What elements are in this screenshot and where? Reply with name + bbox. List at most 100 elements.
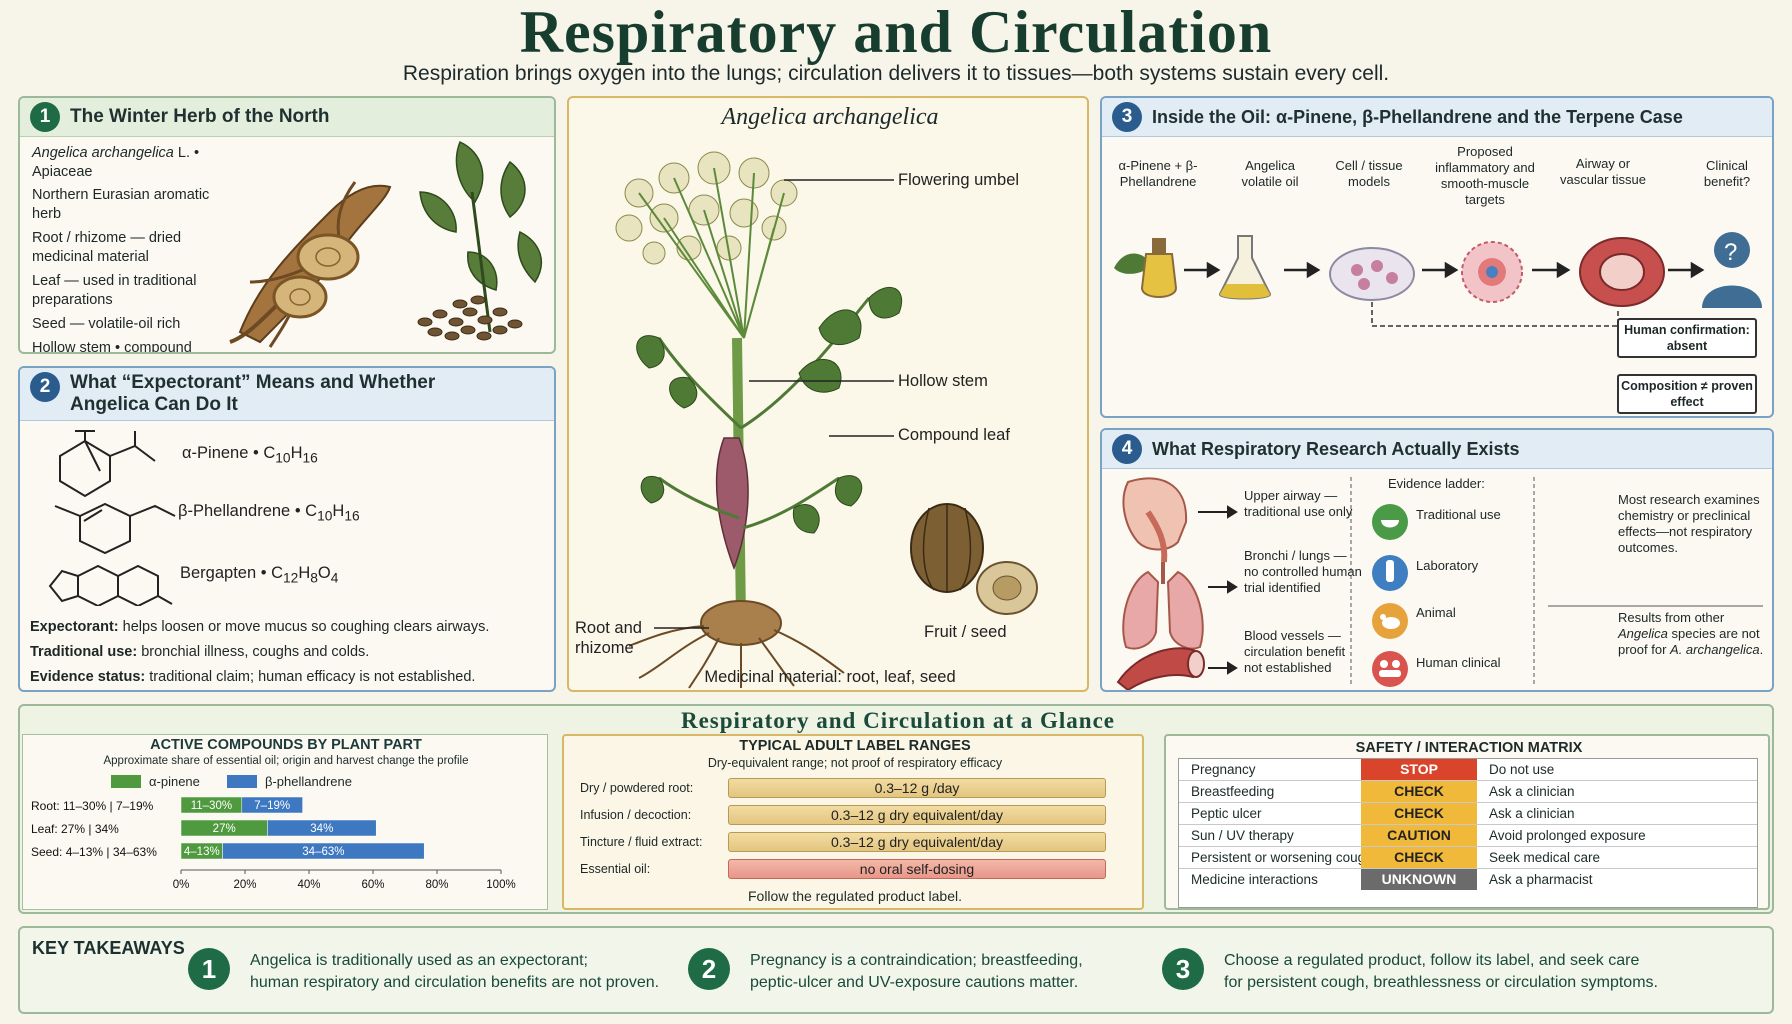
matrix-condition: Medicine interactions: [1191, 872, 1318, 887]
bar-data-label: 34%: [310, 823, 333, 835]
status-badge: CHECK: [1361, 781, 1477, 802]
ladder-laboratory-icon: [1372, 555, 1408, 591]
herb-fact-0: Northern Eurasian aromatic herb: [32, 187, 210, 222]
herb-fact-1: Root / rhizome — dried medicinal materia…: [32, 230, 182, 265]
seed-pile-icon: [417, 295, 523, 341]
step-cell-models: Cell / tissue models: [1335, 158, 1403, 189]
herb-fact-3: Seed — volatile-oil rich: [32, 316, 181, 332]
panel-3-header: 3 Inside the Oil: α-Pinene, β-Phellandre…: [1102, 98, 1772, 137]
svg-text:?: ?: [1724, 239, 1737, 266]
status-badge: STOP: [1361, 759, 1477, 780]
ladder-traditional: Traditional use: [1416, 507, 1501, 522]
def-expectorant-value: helps loosen or move mucus so coughing c…: [118, 619, 490, 635]
panel-2-badge: 2: [30, 372, 60, 402]
organ-arrows: [1198, 505, 1238, 675]
label-leaf: Compound leaf: [898, 426, 1010, 444]
panel-4-title: What Respiratory Research Actually Exist…: [1152, 438, 1520, 459]
compound-bergapten: Bergapten • C12H8O4: [180, 564, 339, 586]
page-title: Respiratory and Circulation: [519, 0, 1273, 65]
ladder-human: Human clinical: [1416, 655, 1501, 670]
definitions: Expectorant: helps loosen or move mucus …: [30, 618, 550, 687]
def-evidence-key: Evidence status:: [30, 669, 146, 685]
panel-glance: Respiratory and Circulation at a Glance …: [18, 704, 1774, 914]
matrix-condition: Breastfeeding: [1191, 784, 1275, 799]
page-subtitle: Respiration brings oxygen into the lungs…: [402, 62, 1390, 85]
root-slice-icon: [272, 233, 360, 319]
matrix-action: Ask a pharmacist: [1489, 872, 1593, 887]
matrix-action: Ask a clinician: [1489, 806, 1575, 821]
bar-data-label: 4–13%: [184, 846, 220, 858]
chart-plot: Root: 11–30% | 7–19%11–30%7–19%Leaf: 27%…: [31, 796, 516, 891]
organ-upper-airway: Upper airway — traditional use only: [1244, 488, 1353, 519]
bar-beta: [267, 819, 377, 837]
ladder-animal-icon: [1372, 603, 1408, 639]
panel-1-header: 1 The Winter Herb of the North: [20, 98, 554, 137]
matrix-action: Avoid prolonged exposure: [1489, 828, 1646, 843]
takeaway-1-badge: 1: [188, 948, 230, 990]
flow-arrows: [1184, 261, 1705, 279]
status-badge: CHECK: [1361, 847, 1477, 868]
step-terpenes: α-Pinene + β-Phellandrene: [1118, 158, 1198, 189]
bar-data-label: 7–19%: [254, 800, 290, 812]
step-clinical: Clinical benefit?: [1703, 158, 1751, 189]
ladder-traditional-icon: [1372, 504, 1408, 540]
species-family: L. • Apiaceae: [32, 145, 200, 180]
dose-value-dry: 0.3–12 g /day: [728, 778, 1106, 798]
status-badge: UNKNOWN: [1361, 869, 1477, 890]
x-tick-label: 20%: [233, 879, 256, 891]
label-stem: Hollow stem: [898, 372, 988, 390]
box-composition: Composition ≠ proven effect: [1617, 374, 1757, 414]
research-note-2: Results from other Angelica species are …: [1618, 610, 1764, 657]
box-human-confirmation: Human confirmation: absent: [1617, 318, 1757, 358]
flask-icon: [1218, 235, 1272, 300]
category-label: Leaf: 27% | 34%: [31, 822, 119, 836]
bar-data-label: 11–30%: [191, 800, 232, 812]
herb-facts: Angelica archangelica L. • Apiaceae Nort…: [32, 144, 242, 352]
glance-title: Respiratory and Circulation at a Glance: [680, 708, 1116, 733]
herb-vial-icon: [1114, 238, 1178, 298]
legend-swatch-beta: [227, 775, 257, 788]
chart-subtitle: Approximate share of essential oil; orig…: [103, 755, 469, 767]
def-evidence-value: traditional claim; human efficacy is not…: [145, 669, 476, 685]
herb-illustration: [229, 140, 543, 348]
panel-2-title: What “Expectorant” Means and Whether Ang…: [70, 372, 436, 415]
research-graphics: [1116, 477, 1763, 690]
compound-alpha-pinene: α-Pinene • C10H16: [182, 444, 318, 466]
panel-plant: Angelica archangelica: [567, 96, 1089, 692]
dose-panel: TYPICAL ADULT LABEL RANGES Dry-equivalen…: [562, 734, 1144, 910]
x-tick-label: 0%: [173, 879, 190, 891]
panel-takeaways: KEY TAKEAWAYS 1 Angelica is traditionall…: [18, 926, 1774, 1014]
ladder-animal: Animal: [1416, 605, 1456, 620]
step-targets: Proposed inflammatory and smooth-muscle …: [1435, 144, 1535, 207]
ladder-laboratory: Laboratory: [1416, 558, 1479, 573]
panel-research: 4 What Respiratory Research Actually Exi…: [1100, 428, 1774, 692]
x-tick-label: 60%: [361, 879, 384, 891]
step-volatile-oil: Angelica volatile oil: [1241, 158, 1299, 189]
matrix-condition: Sun / UV therapy: [1191, 828, 1294, 843]
def-traditional-key: Traditional use:: [30, 644, 138, 660]
bergapten-structure-icon: [48, 564, 173, 606]
bar-data-label: 27%: [213, 823, 236, 835]
upper-airway-icon: [1122, 477, 1188, 563]
umbel-rays: [638, 167, 785, 339]
matrix-condition: Persistent or worsening cough: [1191, 850, 1373, 865]
status-badge: CHECK: [1361, 803, 1477, 824]
step-tissue: Airway or vascular tissue: [1560, 156, 1646, 187]
stem-icon: [715, 337, 749, 619]
dose-label-dry: Dry / powdered root:: [580, 781, 694, 795]
vessel-tissue-icon: [1579, 237, 1665, 307]
takeaway-2-badge: 2: [688, 948, 730, 990]
bar-beta: [222, 842, 425, 860]
molecule-structures: [48, 430, 176, 606]
organ-blood-vessels: Blood vessels — circulation benefit not …: [1244, 628, 1346, 675]
panel-4-header: 4 What Respiratory Research Actually Exi…: [1102, 430, 1772, 469]
matrix-row-interactions: Medicine interactions UNKNOWN Ask a pharma…: [1179, 869, 1757, 891]
label-root: Root and rhizome: [575, 619, 642, 657]
compound-beta-phellandrene: β-Phellandrene • C10H16: [178, 502, 360, 524]
herb-fact-2: Leaf — used in traditional preparations: [32, 273, 197, 308]
leaf-drawing-icon: [419, 140, 543, 333]
